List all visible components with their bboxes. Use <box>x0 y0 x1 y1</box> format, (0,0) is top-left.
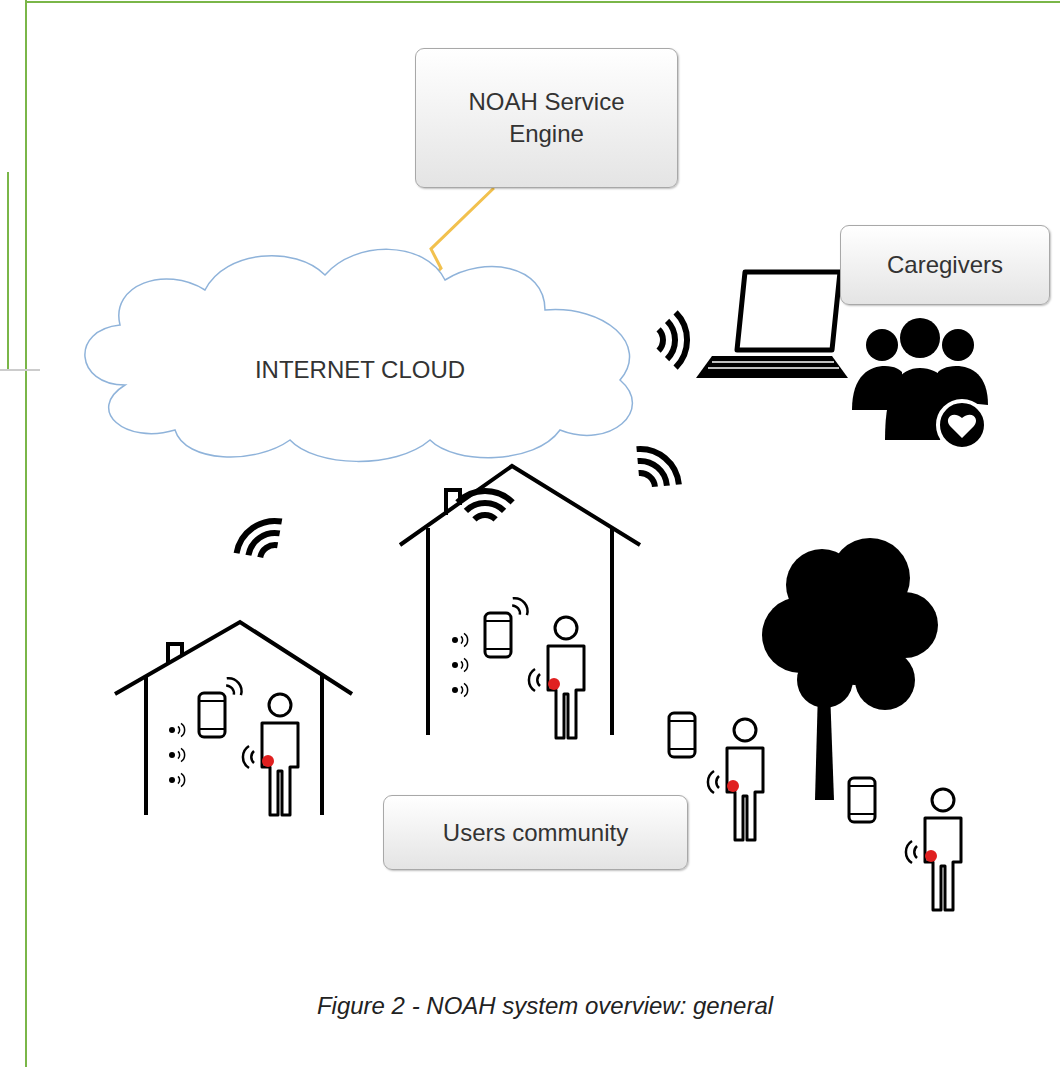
node-label: Caregivers <box>887 249 1003 281</box>
figure-caption: Figure 2 - NOAH system overview: general <box>30 992 1060 1020</box>
node-label: INTERNET CLOUD <box>255 354 465 386</box>
tree <box>762 538 938 800</box>
service-box: NOAH Service Engine <box>415 48 678 188</box>
cloud-outline <box>65 235 655 465</box>
laptop-icon <box>696 272 848 378</box>
users <box>243 617 961 910</box>
smartphones <box>199 594 875 822</box>
community-box: Users community <box>383 795 688 870</box>
house <box>400 466 640 735</box>
caregivers-box: Caregivers <box>840 225 1050 305</box>
node-label: Users community <box>443 817 628 849</box>
caregivers-icon <box>852 318 988 449</box>
house <box>115 622 352 815</box>
node-label: NOAH Service Engine <box>447 86 647 150</box>
internet-cloud: INTERNET CLOUD <box>65 235 655 465</box>
home-sensors <box>169 633 468 786</box>
